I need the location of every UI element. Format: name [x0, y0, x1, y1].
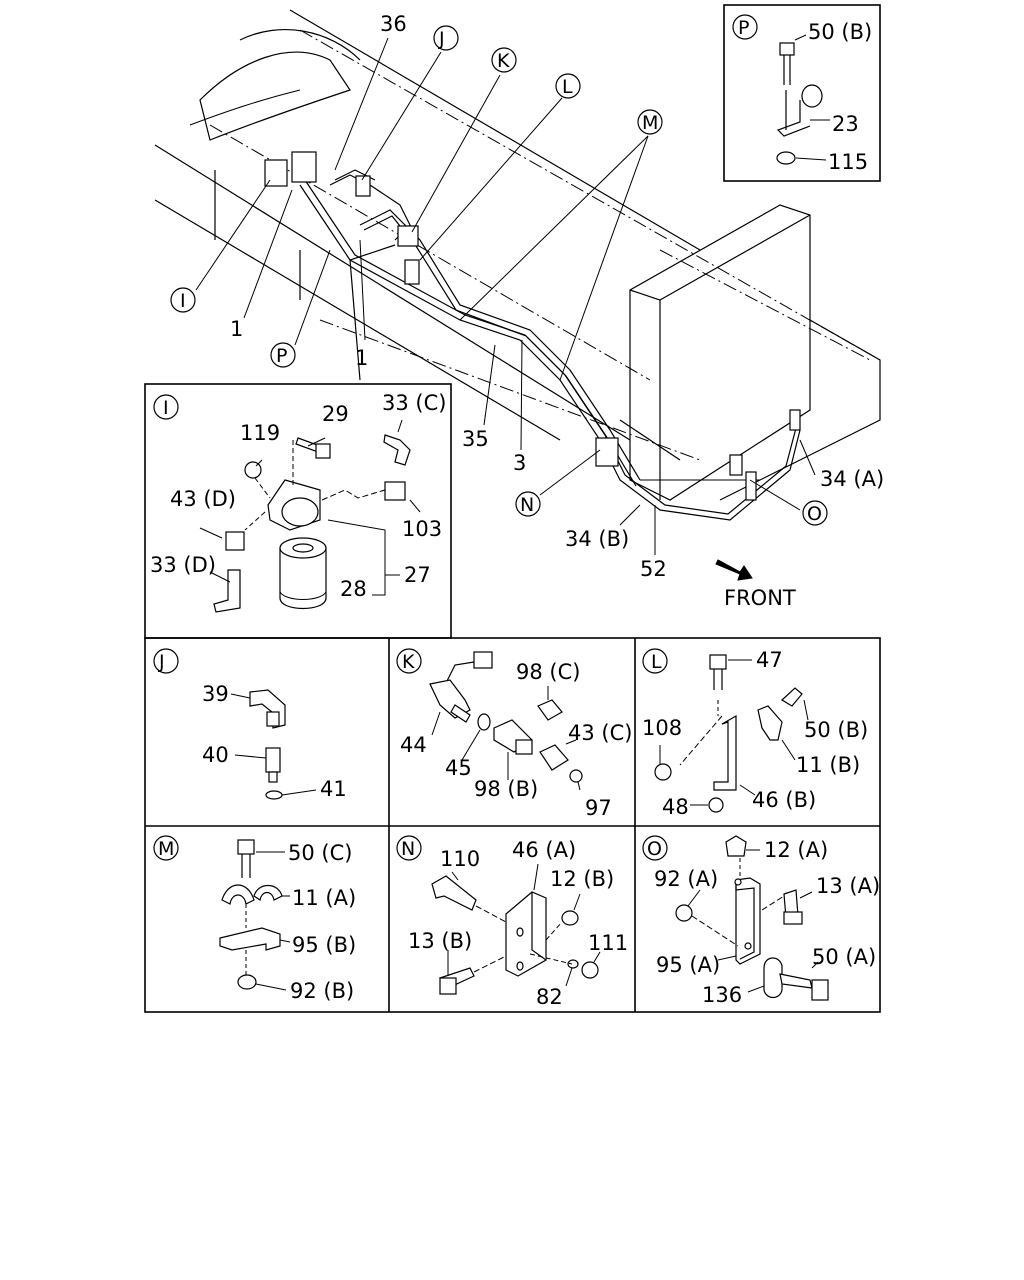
- label-1a: 1: [230, 317, 243, 341]
- panel-L-label-50b: 50 (B): [804, 718, 868, 742]
- panel-I-parts: [199, 419, 421, 613]
- panel-I-label-28: 28: [340, 577, 367, 601]
- panel-I-label-27: 27: [404, 563, 431, 587]
- fuel-lines: [299, 169, 801, 521]
- panel-N-label-46a: 46 (A): [512, 838, 576, 862]
- panel-I-label-43d: 43 (D): [170, 487, 236, 511]
- panel-I-label-33d: 33 (D): [150, 553, 216, 577]
- callout-I-circle: [170, 287, 196, 313]
- callout-J: J: [438, 28, 445, 50]
- callout-L: L: [562, 76, 573, 98]
- callout-M: M: [642, 112, 658, 134]
- panel-L-label-46b: 46 (B): [752, 788, 816, 812]
- panel-J-letter: J: [158, 651, 165, 673]
- callout-N: N: [520, 494, 534, 516]
- panel-M-label-50c: 50 (C): [288, 841, 352, 865]
- panel-O-label-92a: 92 (A): [654, 867, 718, 891]
- panel-P-label-50b: 50 (B): [808, 20, 872, 44]
- fuel-filter-assembly-small: [264, 151, 801, 501]
- panel-M-label-92b: 92 (B): [290, 979, 354, 1003]
- panel-M-label-11a: 11 (A): [292, 886, 356, 910]
- panel-M-parts: [219, 839, 291, 991]
- panel-J-label-39: 39: [202, 682, 229, 706]
- callout-O-circle: [802, 500, 828, 526]
- panel-N-label-110: 110: [440, 847, 480, 871]
- panel-N-parts: [431, 863, 601, 995]
- callout-N-circle: [515, 491, 541, 517]
- panel-L-label-11b: 11 (B): [796, 753, 860, 777]
- callout-L-circle: [555, 73, 581, 99]
- panel-P: [723, 4, 881, 182]
- panel-N-label-13b: 13 (B): [408, 929, 472, 953]
- front-arrow-icon: [715, 559, 753, 581]
- main-leader-lines: [195, 37, 816, 555]
- panel-P-label-23: 23: [832, 112, 859, 136]
- panel-L-label-47: 47: [756, 648, 783, 672]
- panel-I-label-33c: 33 (C): [382, 391, 446, 415]
- panel-L-label-48: 48: [662, 795, 689, 819]
- callout-K: K: [497, 50, 510, 72]
- panel-O-label-13a: 13 (A): [816, 874, 880, 898]
- panel-K-label-45: 45: [445, 756, 472, 780]
- panel-N-label-12b: 12 (B): [550, 867, 614, 891]
- panel-L-letter: L: [651, 651, 662, 673]
- panel-K-label-44: 44: [400, 733, 427, 757]
- panel-K-label-43c: 43 (C): [568, 721, 632, 745]
- callout-P: P: [276, 345, 287, 367]
- callout-M-circle: [637, 109, 663, 135]
- callout-K-circle: [491, 47, 517, 73]
- panel-I-label-103: 103: [402, 517, 442, 541]
- panel-P-label-115: 115: [828, 150, 868, 174]
- panel-K-letter: K: [402, 651, 415, 673]
- panel-N-letter: N: [401, 838, 415, 860]
- panel-J-parts: [230, 689, 317, 800]
- panel-O-label-136: 136: [702, 983, 742, 1007]
- panel-O-label-12a: 12 (A): [764, 838, 828, 862]
- panel-L-label-108: 108: [642, 716, 682, 740]
- panel-N-label-82: 82: [536, 985, 563, 1009]
- label-34b: 34 (B): [565, 527, 629, 551]
- callout-O: O: [807, 503, 822, 525]
- panel-L-parts: [654, 654, 809, 813]
- label-36: 36: [380, 12, 407, 36]
- panel-O-label-95a: 95 (A): [656, 953, 720, 977]
- panel-I-letter: I: [163, 397, 169, 419]
- callout-P-circle: [270, 342, 296, 368]
- label-1b: 1: [355, 346, 368, 370]
- callout-J-circle: [433, 25, 459, 51]
- panel-O-parts: [675, 835, 829, 1001]
- panel-M-label-95b: 95 (B): [292, 933, 356, 957]
- panel-O-letter: O: [647, 838, 662, 860]
- label-3: 3: [513, 451, 526, 475]
- panel-N-label-111: 111: [588, 931, 628, 955]
- label-52: 52: [640, 557, 667, 581]
- front-label: FRONT: [724, 586, 796, 610]
- panel-K-label-97: 97: [585, 796, 612, 820]
- panel-J-label-41: 41: [320, 777, 347, 801]
- panel-O-label-50a: 50 (A): [812, 945, 876, 969]
- label-34a: 34 (A): [820, 467, 884, 491]
- panel-K-parts: [429, 651, 583, 791]
- parts-grid: [144, 637, 881, 1013]
- panel-I-label-119: 119: [240, 421, 280, 445]
- panel-P-letter: P: [738, 17, 749, 39]
- panel-M-letter: M: [158, 838, 174, 860]
- panel-I-label-29: 29: [322, 402, 349, 426]
- panel-J-label-40: 40: [202, 743, 229, 767]
- panel-K-label-98b: 98 (B): [474, 777, 538, 801]
- callout-I: I: [180, 290, 186, 312]
- panel-K-label-98c: 98 (C): [516, 660, 580, 684]
- panel-P-parts: [776, 34, 830, 165]
- label-35: 35: [462, 427, 489, 451]
